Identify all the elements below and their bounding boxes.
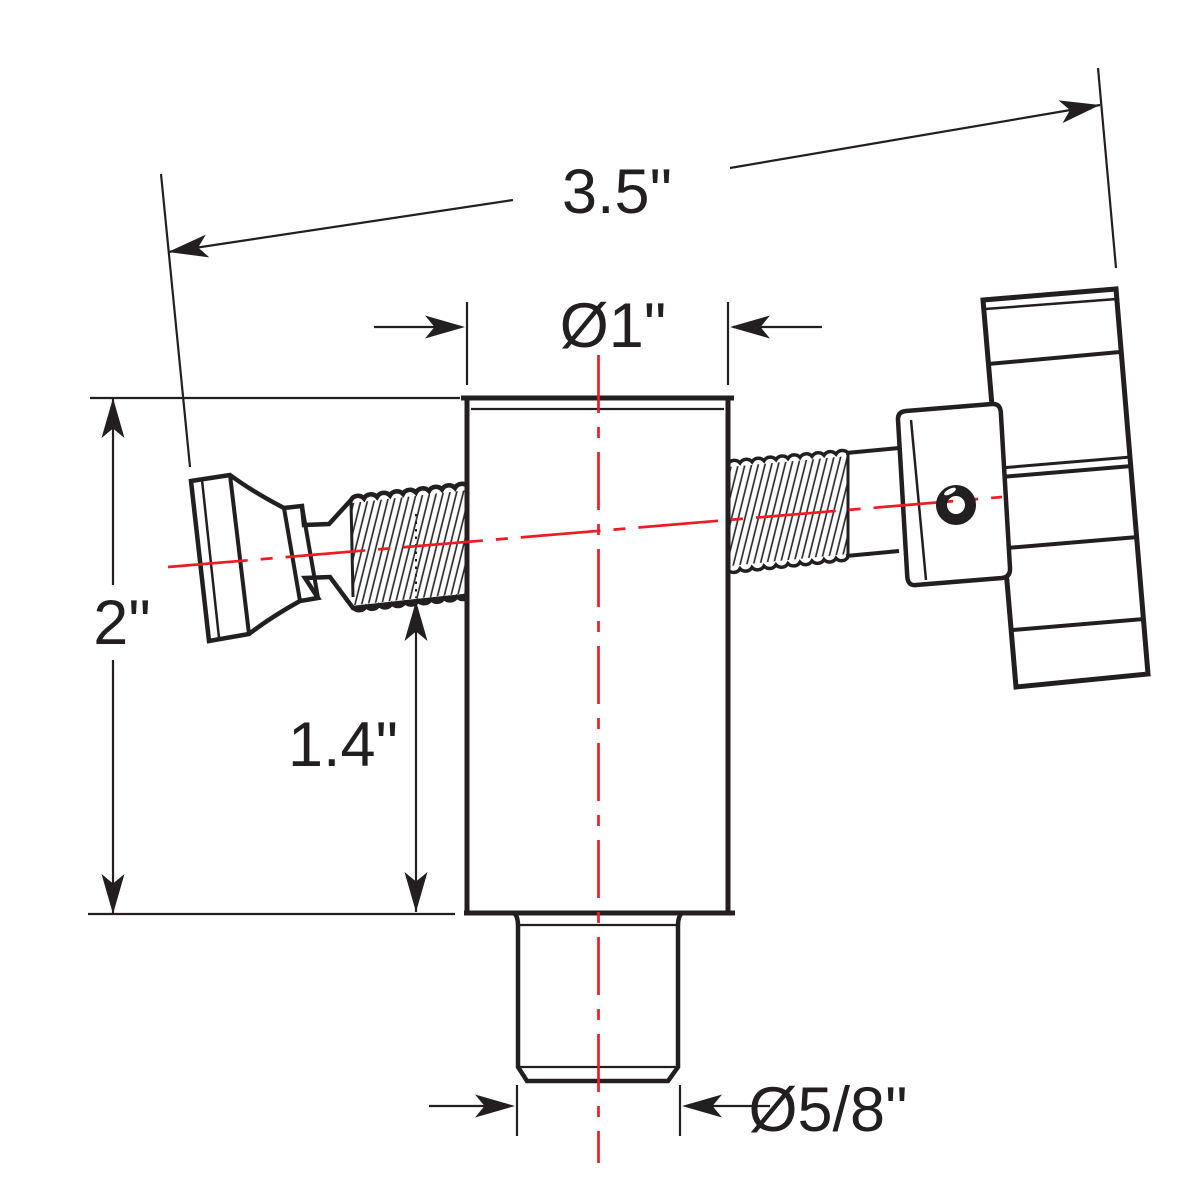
knob-cap-edge bbox=[228, 474, 251, 635]
dim-arrow-left bbox=[166, 234, 210, 264]
right-threaded-rod bbox=[726, 446, 900, 575]
hub-hole bbox=[936, 485, 976, 525]
right-knob-rib-line bbox=[1000, 464, 1133, 479]
dim-label-stud-diameter: Ø5/8" bbox=[749, 1075, 908, 1145]
right-knob-rib-line bbox=[999, 455, 1132, 470]
shaft-fill bbox=[846, 447, 898, 557]
thread-crest-top bbox=[726, 448, 850, 466]
thread-hatch bbox=[729, 456, 848, 566]
left-knob-assembly bbox=[188, 472, 472, 644]
thread-crest-bottom bbox=[726, 555, 850, 575]
hub-edge-line bbox=[909, 419, 928, 581]
hub-hole-highlight bbox=[944, 487, 956, 496]
thread-crest-bottom bbox=[351, 593, 472, 613]
dimension-overall-length: 3.5" bbox=[159, 67, 1118, 468]
hub-hole-ring bbox=[936, 485, 976, 525]
right-knob bbox=[980, 286, 1151, 690]
knob-cap-inner-line bbox=[200, 479, 221, 639]
dim-label-body-diameter: Ø1" bbox=[560, 291, 666, 361]
dimension-body-diameter: Ø1" bbox=[374, 291, 822, 385]
dimension-axis-height: 1.4" bbox=[288, 601, 428, 912]
dim-line-right-segment bbox=[729, 103, 1101, 170]
thread-start-edge bbox=[349, 500, 355, 598]
screw-axis-centerline bbox=[167, 495, 1003, 569]
dimension-stud-diameter: Ø5/8" bbox=[429, 1075, 907, 1145]
extension-line-left bbox=[159, 173, 192, 468]
right-knob-rib-line bbox=[984, 297, 1118, 311]
dimension-overall-height: 2" bbox=[88, 396, 460, 916]
dim-label-overall-height: 2" bbox=[93, 588, 150, 658]
right-knob-rib-line bbox=[987, 350, 1121, 366]
knob-ring-left-edge bbox=[282, 507, 302, 602]
thread-crest-top bbox=[349, 482, 470, 502]
extension-line-right bbox=[1096, 67, 1118, 269]
dim-arrow-right bbox=[1058, 93, 1102, 124]
dim-label-overall-length: 3.5" bbox=[562, 157, 672, 227]
dim-label-axis-height: 1.4" bbox=[288, 710, 398, 780]
shaft-top-edge bbox=[845, 446, 900, 455]
dim-line-left-segment bbox=[167, 198, 514, 254]
right-knob-rib-line bbox=[1006, 535, 1139, 550]
knob-ring-right-edge bbox=[300, 505, 320, 599]
right-knob-rib-line bbox=[1012, 617, 1145, 632]
shaft-bottom-edge bbox=[845, 549, 900, 558]
